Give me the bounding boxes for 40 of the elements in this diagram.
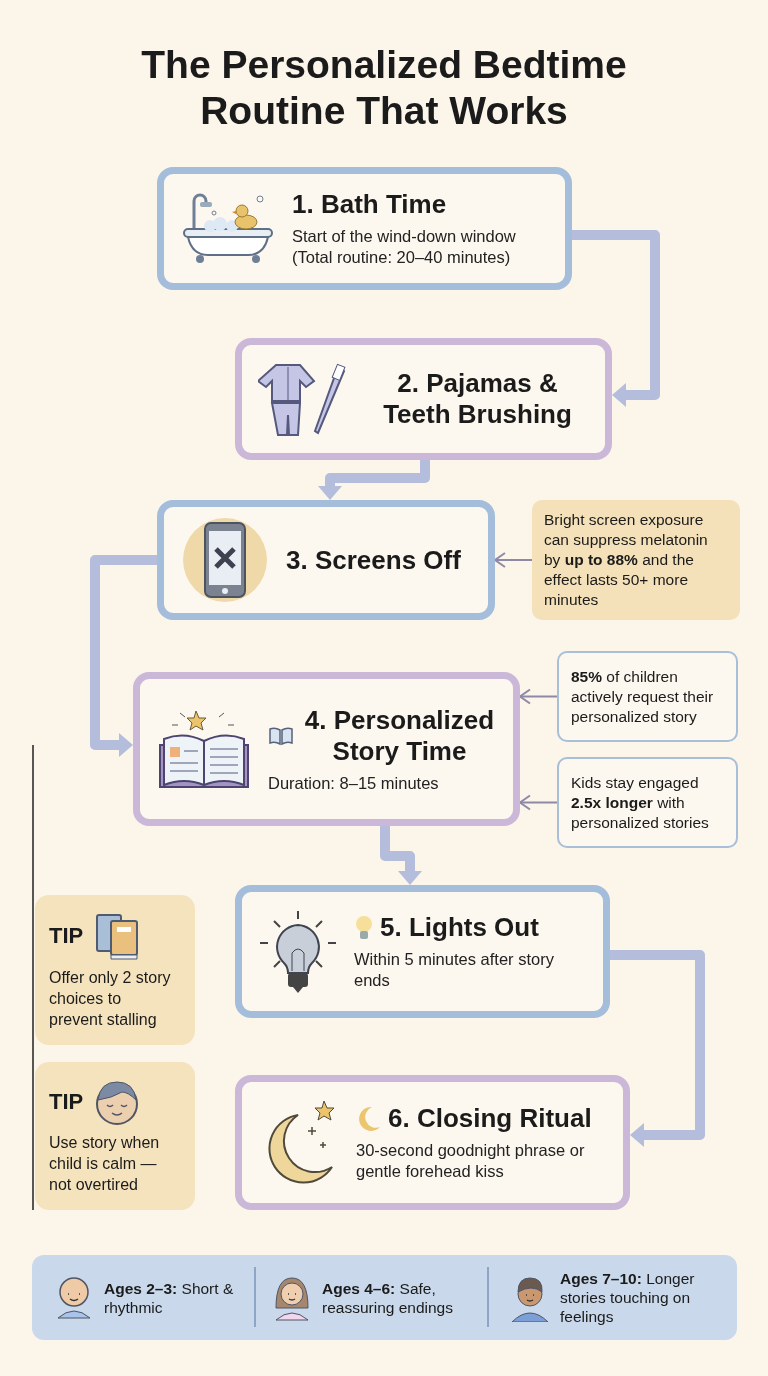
age-tip: Ages 7–10: Longer stories touching on feelings [560, 1269, 696, 1326]
fact-callout [532, 500, 740, 620]
tip-heading: TIP [49, 1088, 84, 1115]
pointer-arrow [519, 794, 558, 811]
step-description: 30-second goodnight phrase or gentle forehead kiss [356, 1140, 586, 1182]
fact-text: 85% of children actively request their personalized story [571, 666, 715, 727]
step-title: 3. Screens Off [286, 544, 461, 576]
fact-callout [557, 651, 738, 742]
title: The Personalized Bedtime Routine That Works [140, 42, 628, 134]
fact-text: Kids stay engaged 2.5x longer with personalized stories [571, 772, 710, 833]
step-description: Duration: 8–15 minutes [268, 772, 440, 794]
process-box [157, 500, 495, 620]
flow-arrow [572, 230, 660, 407]
process-box [235, 338, 612, 460]
step-title: 5. Lights Out [380, 912, 539, 943]
fact-callout [557, 757, 738, 848]
age-tip: Ages 4–6: Safe, reassuring endings [322, 1278, 454, 1317]
process-box [157, 167, 572, 290]
age-tip: Ages 2–3: Short & rhythmic [104, 1278, 235, 1317]
tip-text: Use story when child is calm — not overtired [49, 1132, 161, 1195]
step-title: 2. Pajamas & Teeth Brushing [382, 368, 573, 430]
process-box [235, 1075, 630, 1210]
tip-heading: TIP [49, 922, 84, 949]
flow-arrow [610, 950, 705, 1147]
process-box [133, 672, 520, 826]
flow-arrow [318, 460, 430, 500]
step-title: 4. Personalized Story Time [303, 704, 496, 767]
step-description: Start of the wind-down window (Total routine: 20–40 minutes) [292, 226, 517, 268]
process-box [235, 885, 610, 1018]
tip-text: Offer only 2 story choices to prevent stalling [49, 967, 172, 1030]
step-title: 1. Bath Time [292, 189, 447, 220]
flow-arrow [90, 555, 157, 757]
pointer-arrow [494, 552, 533, 568]
tip-card [35, 895, 195, 1045]
flow-arrow [380, 826, 422, 885]
tip-card [35, 1062, 195, 1210]
fact-text: Bright screen exposure can suppress melatonin by up to 88% and the effect lasts 50+ more minutes [544, 510, 709, 610]
step-description: Within 5 minutes after story ends [354, 949, 555, 991]
pointer-arrow [519, 688, 558, 705]
step-title: 6. Closing Ritual [388, 1103, 592, 1134]
